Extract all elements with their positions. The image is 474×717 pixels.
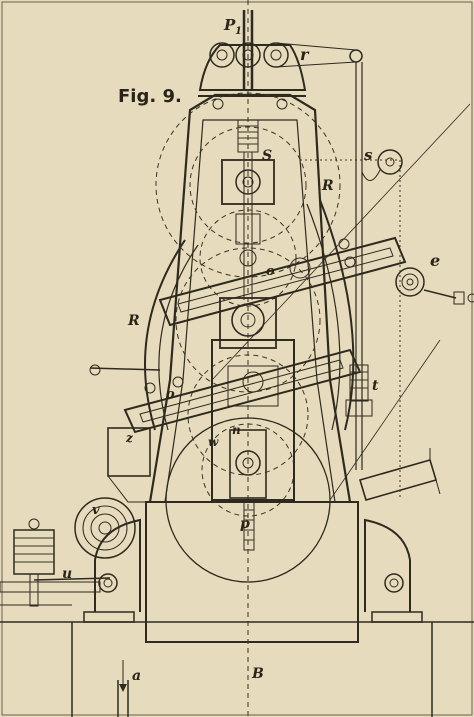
- label-R-right: R: [321, 178, 334, 194]
- lever-upper: [158, 236, 407, 327]
- label-v: v: [92, 503, 100, 518]
- label-B: B: [251, 666, 264, 682]
- arc-segment-R: [144, 199, 355, 431]
- label-a: a: [132, 668, 141, 684]
- label-s-upper: S: [262, 148, 272, 164]
- label-p: p: [240, 516, 250, 532]
- spring-e: [395, 267, 474, 305]
- head-assembly: [198, 10, 363, 470]
- label-n: n: [232, 423, 241, 437]
- label-u: u: [62, 566, 72, 582]
- figure-title: Fig. 9.: [118, 86, 182, 107]
- label-t: t: [372, 378, 379, 394]
- side-cylinder: [359, 448, 441, 501]
- label-w: w: [208, 435, 219, 449]
- counterweight: [13, 518, 55, 607]
- side-supports: [94, 518, 411, 612]
- reference-lines: [211, 103, 471, 501]
- shaft-u: [33, 577, 111, 581]
- label-p1-sub: 1: [235, 26, 242, 37]
- label-p1: P: [223, 16, 236, 34]
- label-e: e: [430, 251, 440, 270]
- coupling-t: [345, 364, 373, 417]
- label-s-right: s: [364, 146, 373, 164]
- pulley-s: [361, 149, 403, 181]
- pitch-circles: [155, 92, 341, 583]
- label-o-lower: o: [166, 387, 175, 402]
- label-R-left: R: [127, 313, 140, 329]
- label-r: r: [300, 45, 310, 64]
- lever-end-left: [89, 364, 161, 376]
- pipe-a: [117, 660, 129, 717]
- gear-box-z: [107, 427, 151, 503]
- die-blocks: [211, 159, 295, 551]
- label-o-upper: o: [266, 264, 275, 279]
- label-z: z: [125, 431, 134, 445]
- spring-wheel-v: [74, 497, 136, 559]
